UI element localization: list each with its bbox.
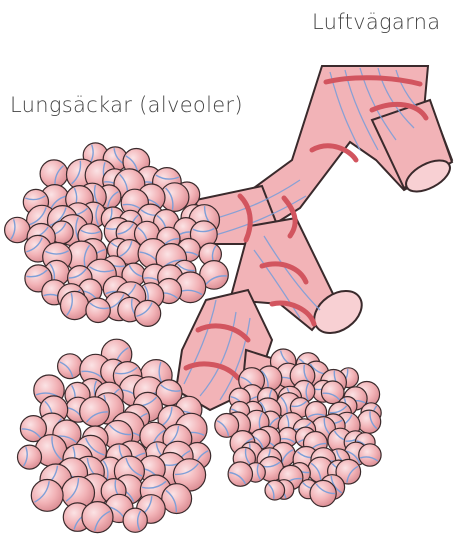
alveolus [18,445,42,469]
alveolus [58,354,83,379]
alveolus [265,480,285,500]
alveoli-cluster-upper-left [5,143,229,327]
label-alveoli: Lungsäckar (alveoler) [10,93,243,117]
alveolus [86,298,110,322]
label-airways: Luftvägarna [312,10,440,34]
alveolus [228,462,252,486]
alveolus [359,444,381,466]
alveolus [135,300,161,326]
alveolus [61,291,89,319]
alveolus [5,217,30,242]
alveolus [40,160,68,188]
alveolus [358,410,381,433]
alveolus [82,502,113,533]
alveolus [123,508,147,532]
alveolus [31,480,63,512]
